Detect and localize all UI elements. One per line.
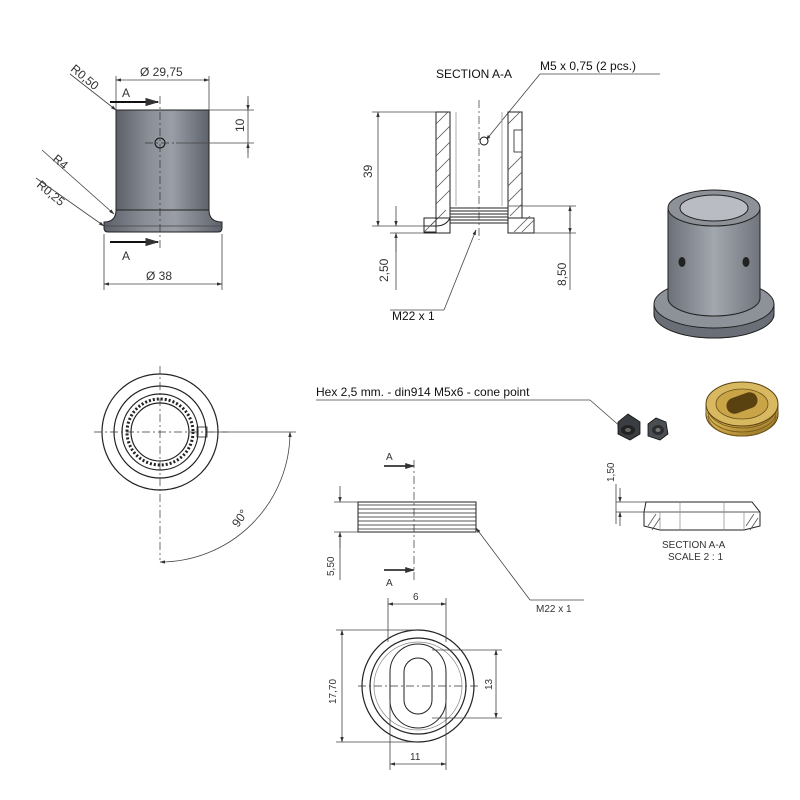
section-mark-top: A [122, 86, 130, 100]
nut-thread-callout: M22 x 1 [536, 604, 572, 615]
dim-550: 5,50 [326, 556, 337, 576]
nut-side-view: A 5,50 A M22 x 1 [326, 452, 584, 615]
dim-250: 2,50 [377, 258, 391, 282]
section-title: SECTION A-A [436, 67, 512, 81]
dim-13: 13 [484, 678, 495, 690]
nut-front-view: 6 17,70 13 11 [328, 592, 502, 770]
hole-callout: M5 x 0,75 (2 pcs.) [540, 59, 636, 73]
setscrew-group: Hex 2,5 mm. - din914 M5x6 - cone point [316, 385, 669, 441]
dim-6: 6 [413, 592, 419, 603]
hatch-left [423, 111, 451, 233]
nut-mark-top: A [386, 452, 393, 463]
dim-1770: 17,70 [328, 679, 339, 704]
iso-hole-right [742, 257, 750, 267]
section-view-part: SECTION A-A M5 x 0,75 (2 pcs.) [361, 59, 660, 323]
nut-section-view: 1,50 SECTION A-A SCALE 2 : 1 [606, 462, 761, 563]
nut-isometric [705, 381, 779, 437]
part-body-flange [103, 209, 223, 233]
part-front-view: Ø 29,75 R0,50 A A 10 R4 R0,25 Ø 38 [34, 62, 254, 290]
dim-150: 1,50 [606, 462, 617, 482]
nut-mark-bottom: A [386, 578, 393, 589]
dim-r4: R4 [50, 152, 71, 173]
nut-section-title: SECTION A-A [662, 540, 726, 551]
dim-850: 8,50 [555, 262, 569, 286]
setscrew-3d-a [617, 413, 641, 441]
part-isometric [653, 189, 775, 339]
internal-thread [450, 207, 508, 224]
dim-11: 11 [410, 752, 421, 763]
dim-dia-base: Ø 38 [146, 269, 172, 283]
section-right-wall [507, 111, 523, 219]
angle-90: 90° [229, 507, 251, 530]
hatch-right [507, 111, 535, 233]
nut-slot-inner [403, 657, 433, 715]
thread-callout-body: M22 x 1 [392, 309, 435, 323]
nut-thread-lines [357, 501, 477, 533]
iso-bore [679, 194, 749, 222]
setscrew-label: Hex 2,5 mm. - din914 M5x6 - cone point [316, 385, 530, 399]
nut-iso-slot [726, 392, 758, 414]
iso-hole-left [678, 257, 686, 267]
dim-r025: R0,25 [34, 178, 68, 210]
section-mark-bottom: A [122, 249, 130, 263]
dim-r050: R0,50 [68, 62, 102, 94]
dim-dia-top: Ø 29,75 [140, 65, 183, 79]
nut-section-scale: SCALE 2 : 1 [668, 552, 723, 563]
part-end-view: 90° [94, 366, 296, 564]
dim-39: 39 [361, 164, 375, 178]
setscrew-3d-b [647, 417, 669, 441]
part-body-cylinder [115, 109, 210, 215]
dim-height-10: 10 [233, 118, 247, 132]
nut-section-hatch [647, 513, 759, 531]
